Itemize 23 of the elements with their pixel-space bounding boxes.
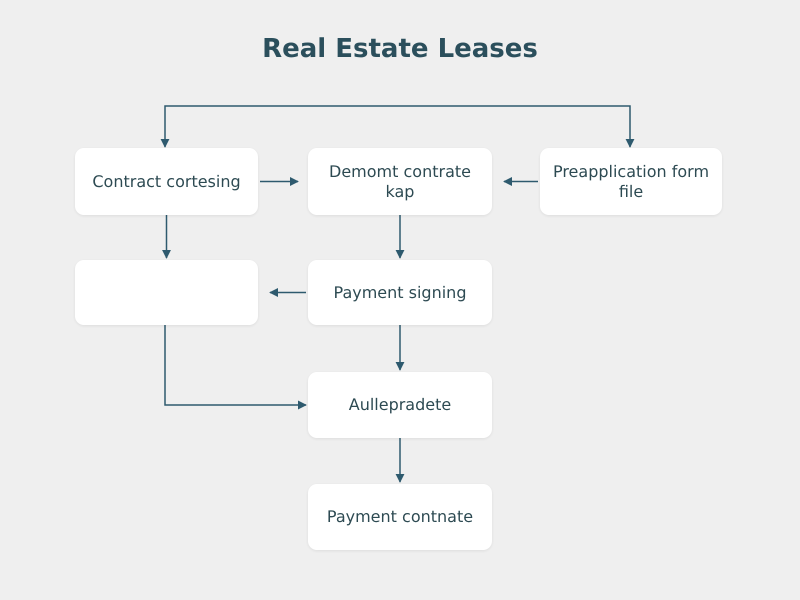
- arrow: [160, 105, 634, 148]
- box-label: Aullepradete: [348, 395, 452, 415]
- process-box: [308, 484, 492, 550]
- arrow: [164, 325, 307, 410]
- box-label: Payment contnate: [326, 507, 474, 527]
- process-box: [75, 148, 258, 215]
- arrow: [162, 215, 171, 259]
- empty-box: [75, 260, 258, 325]
- arrow: [503, 177, 538, 186]
- arrow: [260, 177, 299, 186]
- process-box: [308, 372, 492, 438]
- process-box: [308, 260, 492, 325]
- process-box: [540, 148, 722, 215]
- arrow: [396, 325, 404, 371]
- box-label: Preapplication form file: [552, 162, 710, 201]
- box-label: Contract cortesing: [92, 172, 241, 192]
- process-box: [308, 148, 492, 215]
- box-label: Demomt contrate kap: [328, 162, 472, 201]
- arrow: [396, 438, 404, 483]
- arrow: [396, 215, 404, 259]
- arrow: [269, 288, 306, 297]
- box-label: Payment signing: [334, 282, 466, 302]
- diagram-title: Real Estate Leases: [261, 34, 539, 64]
